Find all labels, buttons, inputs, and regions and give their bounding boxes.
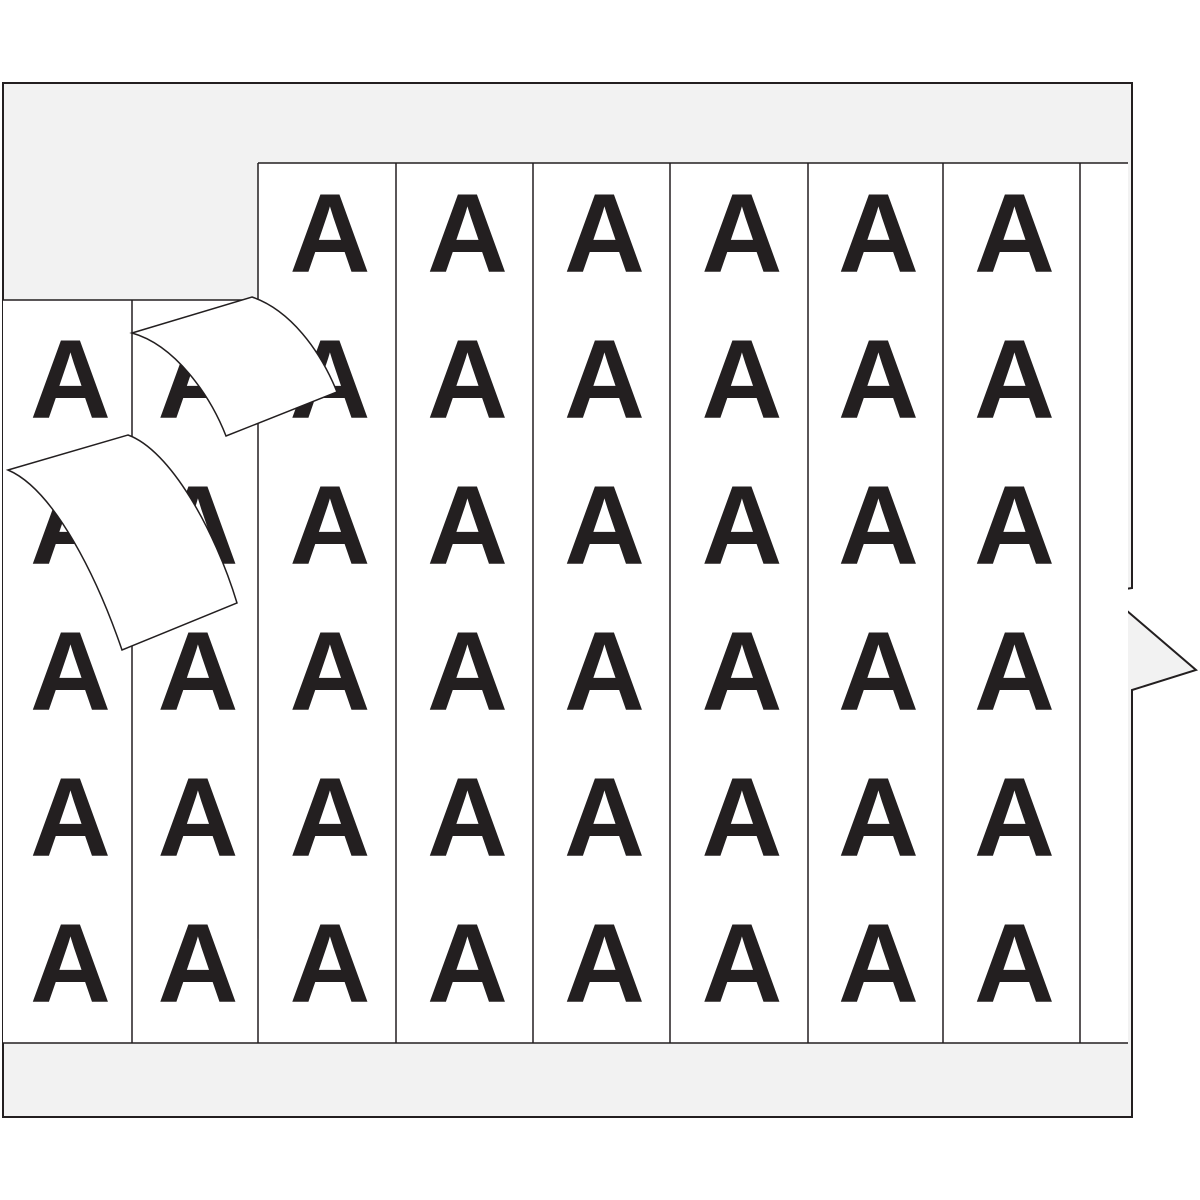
label-letter: A	[702, 463, 783, 588]
label-letter: A	[974, 171, 1055, 296]
label-letter: A	[564, 171, 645, 296]
label-letter: A	[702, 901, 783, 1026]
label-letter: A	[290, 609, 371, 734]
label-letter: A	[838, 171, 919, 296]
peeled-label-upper	[129, 296, 338, 437]
label-letter: A	[974, 317, 1055, 442]
label-letter: A	[974, 755, 1055, 880]
label-letter: A	[290, 901, 371, 1026]
label-letter: A	[427, 901, 508, 1026]
label-letter: A	[702, 755, 783, 880]
label-letter: A	[427, 755, 508, 880]
label-letter: A	[290, 171, 371, 296]
label-letter: A	[30, 609, 111, 734]
peeled-label-lower	[5, 434, 238, 651]
label-letter: A	[564, 609, 645, 734]
label-letter: A	[974, 901, 1055, 1026]
label-letter: A	[702, 317, 783, 442]
label-letter: A	[30, 317, 111, 442]
label-letter: A	[427, 609, 508, 734]
label-letter: A	[30, 901, 111, 1026]
label-letter: A	[158, 901, 239, 1026]
label-letter: A	[838, 317, 919, 442]
label-letter: A	[838, 901, 919, 1026]
label-letter: A	[290, 755, 371, 880]
label-letter: A	[564, 317, 645, 442]
label-letter: A	[702, 171, 783, 296]
label-letter: A	[702, 609, 783, 734]
label-letter: A	[564, 463, 645, 588]
label-letter: A	[427, 317, 508, 442]
peeled-labels	[5, 296, 338, 651]
label-letter: A	[290, 463, 371, 588]
label-letter: A	[427, 463, 508, 588]
label-area-full	[258, 163, 1128, 1043]
label-letter: A	[564, 755, 645, 880]
label-letter: A	[974, 463, 1055, 588]
label-letter: A	[838, 755, 919, 880]
label-letter: A	[158, 755, 239, 880]
label-area-partial	[3, 300, 258, 1043]
label-letter: A	[30, 755, 111, 880]
label-letter: A	[974, 609, 1055, 734]
label-letter: A	[564, 901, 645, 1026]
label-letter: A	[838, 609, 919, 734]
label-letter: A	[838, 463, 919, 588]
label-letter: A	[427, 171, 508, 296]
